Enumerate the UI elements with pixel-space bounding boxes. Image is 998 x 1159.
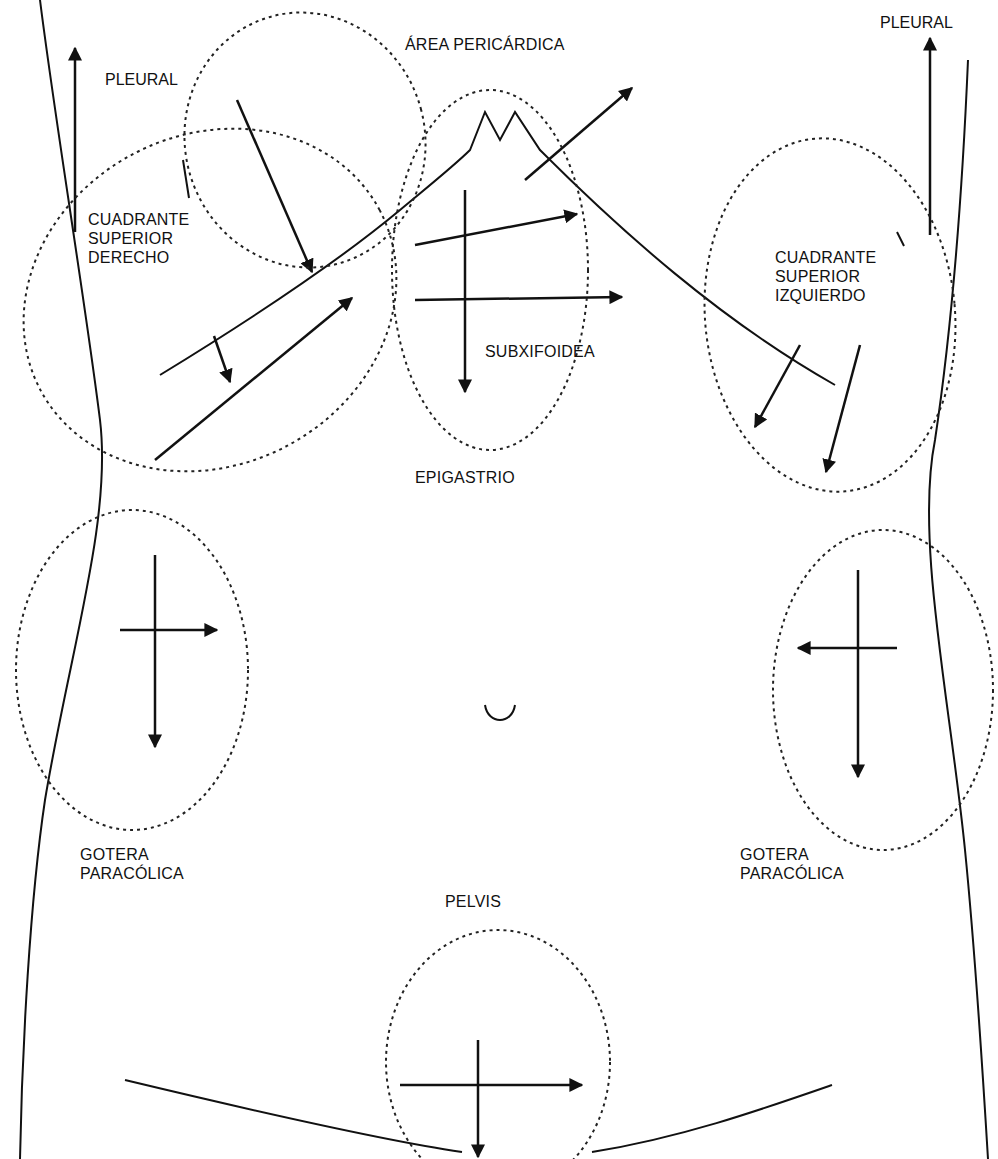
ellipse-outline xyxy=(390,30,675,500)
dotted-ellipse xyxy=(690,128,970,502)
dotted-ellipse xyxy=(773,530,993,850)
region-ellipse: PELVIS xyxy=(380,880,620,1159)
dotted-ellipse xyxy=(0,64,457,536)
probe-marks xyxy=(183,160,904,246)
region-label: GOTERA PARACÓLICA xyxy=(740,845,910,883)
ellipse-outline xyxy=(380,880,620,1159)
ellipse-outline xyxy=(20,5,420,480)
region-ellipse: GOTERA PARACÓLICA xyxy=(10,500,260,900)
ellipse-outline xyxy=(690,130,980,500)
region-ellipse: ÁREA PERICÁRDICA SUBXIFOIDEA EPIGASTRIO xyxy=(390,30,675,500)
dotted-ellipse xyxy=(386,930,610,1159)
body-outline xyxy=(20,0,988,1159)
dotted-ellipse xyxy=(16,510,248,830)
region-ellipse: CUADRANTE SUPERIOR DERECHO xyxy=(20,5,420,480)
region-label: CUADRANTE SUPERIOR IZQUIERDO xyxy=(775,248,905,306)
region-ellipse: CUADRANTE SUPERIOR IZQUIERDO xyxy=(690,130,980,500)
region-label: SUBXIFOIDEA xyxy=(485,342,655,361)
region-label: PELVIS xyxy=(445,892,565,911)
region-label: ÁREA PERICÁRDICA xyxy=(405,35,665,54)
region-label: CUADRANTE SUPERIOR DERECHO xyxy=(88,210,213,268)
view-label: PLEURAL xyxy=(105,70,178,89)
dotted-ellipse xyxy=(392,90,588,450)
ellipse-outline xyxy=(10,500,260,900)
region-label: GOTERA PARACÓLICA xyxy=(80,845,250,883)
view-label: PLEURAL xyxy=(880,13,953,32)
region-ellipse: GOTERA PARACÓLICA xyxy=(735,525,995,910)
region-label: EPIGASTRIO xyxy=(415,468,585,487)
